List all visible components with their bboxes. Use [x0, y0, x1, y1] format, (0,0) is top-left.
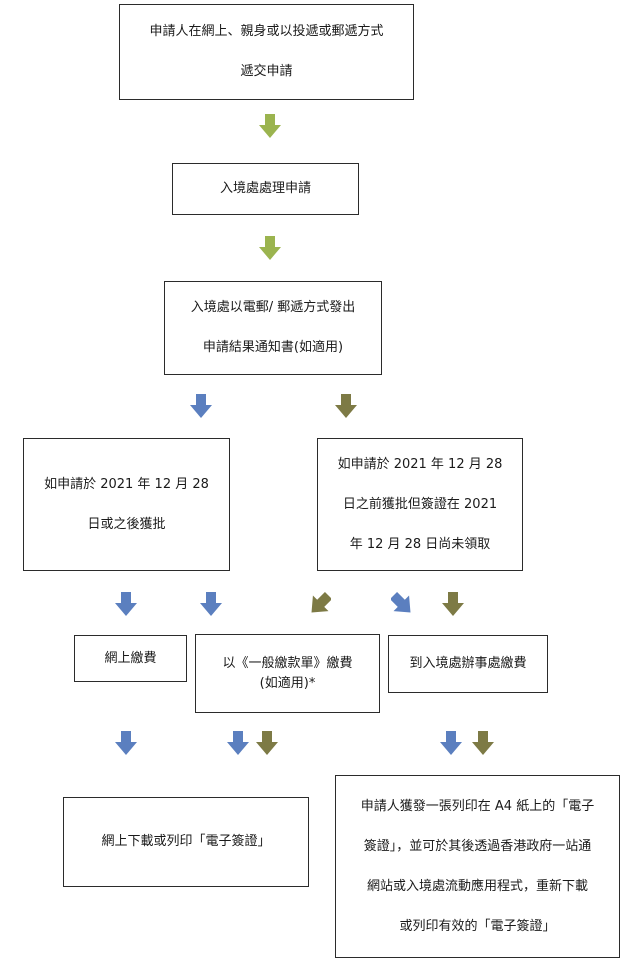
pay-online-text: 網上繳費 [104, 650, 157, 666]
process-application-text: 入境處處理申請 [219, 181, 311, 196]
arrow-polygon [335, 394, 357, 418]
arrow-shape [311, 592, 331, 613]
arrow-polygon [442, 592, 464, 616]
approved-before-line-2: 日之前獲批但簽證在 2021 [342, 496, 498, 512]
olive-down-arrow-icon [335, 394, 357, 418]
notification-letter-box: 入境處以電郵/ 郵遞方式發出 申請結果通知書(如適用) [164, 281, 382, 375]
pay-at-office-text: 到入境處辦事處繳費 [409, 656, 527, 671]
olive-down-arrow-icon [472, 731, 494, 755]
pay-by-form-line-2: (如適用)* [259, 675, 316, 691]
a4-evisa-line-1: 申請人獲發一張列印在 A4 紙上的「電子 [360, 798, 595, 814]
arrow-shape [227, 731, 249, 755]
a4-evisa-line-3: 網站或入境處流動應用程式，重新下載 [366, 878, 588, 894]
pay-online-box: 網上繳費 [74, 635, 187, 682]
arrow-polygon [391, 592, 411, 613]
arrow-shape [200, 592, 222, 616]
arrow-shape [256, 731, 278, 755]
arrow-polygon [200, 592, 222, 616]
download-evisa-box: 網上下載或列印「電子簽證」 [63, 797, 309, 887]
arrow-polygon [259, 236, 281, 260]
blue-down-arrow-icon [115, 731, 137, 755]
approved-before-line-3: 年 12 月 28 日尚未領取 [349, 536, 491, 552]
arrow-shape [259, 236, 281, 260]
blue-down-arrow-icon [200, 592, 222, 616]
green-down-arrow-icon [259, 236, 281, 260]
arrow-polygon [311, 592, 331, 613]
approved-before-box: 如申請於 2021 年 12 月 28 日之前獲批但簽證在 2021 年 12 … [317, 438, 523, 571]
approved-before-line-1: 如申請於 2021 年 12 月 28 [337, 456, 503, 472]
arrow-shape [259, 114, 281, 138]
submit-application-box: 申請人在網上、親身或以投遞或郵遞方式 遞交申請 [119, 4, 414, 100]
blue-down-arrow-icon [440, 731, 462, 755]
arrow-polygon [227, 731, 249, 755]
pay-at-office-box: 到入境處辦事處繳費 [388, 635, 548, 693]
approved-on-or-after-line-1: 如申請於 2021 年 12 月 28 [44, 476, 209, 492]
arrow-polygon [256, 731, 278, 755]
arrow-shape [190, 394, 212, 418]
arrow-polygon [259, 114, 281, 138]
process-application-box: 入境處處理申請 [172, 163, 359, 215]
arrow-shape [472, 731, 494, 755]
arrow-shape [391, 592, 411, 613]
notification-letter-line-2: 申請結果通知書(如適用) [202, 340, 344, 355]
a4-evisa-line-4: 或列印有效的「電子簽證」 [399, 918, 556, 934]
arrow-polygon [115, 731, 137, 755]
green-down-arrow-icon [259, 114, 281, 138]
arrow-polygon [472, 731, 494, 755]
blue-down-arrow-icon [115, 592, 137, 616]
submit-application-line-2: 遞交申請 [240, 64, 293, 79]
arrow-shape [115, 592, 137, 616]
a4-evisa-box: 申請人獲發一張列印在 A4 紙上的「電子 簽證」，並可於其後透過香港政府一站通 … [335, 775, 620, 958]
olive-down-left-arrow-icon [309, 592, 331, 616]
approved-on-or-after-box: 如申請於 2021 年 12 月 28 日或之後獲批 [23, 438, 230, 571]
arrow-polygon [115, 592, 137, 616]
arrow-shape [115, 731, 137, 755]
blue-down-right-arrow-icon [391, 592, 413, 616]
approved-on-or-after-line-2: 日或之後獲批 [87, 516, 166, 532]
blue-down-arrow-icon [227, 731, 249, 755]
arrow-shape [442, 592, 464, 616]
notification-letter-line-1: 入境處以電郵/ 郵遞方式發出 [190, 300, 356, 315]
pay-by-form-line-1: 以《一般繳款單》繳費 [222, 655, 353, 671]
arrow-shape [335, 394, 357, 418]
pay-by-general-demand-note-box: 以《一般繳款單》繳費 (如適用)* [195, 634, 380, 713]
arrow-polygon [440, 731, 462, 755]
olive-down-arrow-icon [256, 731, 278, 755]
arrow-polygon [190, 394, 212, 418]
blue-down-arrow-icon [190, 394, 212, 418]
arrow-shape [440, 731, 462, 755]
a4-evisa-line-2: 簽證」，並可於其後透過香港政府一站通 [363, 838, 592, 854]
olive-down-arrow-icon [442, 592, 464, 616]
submit-application-line-1: 申請人在網上、親身或以投遞或郵遞方式 [149, 24, 384, 39]
download-evisa-text: 網上下載或列印「電子簽證」 [101, 834, 271, 849]
